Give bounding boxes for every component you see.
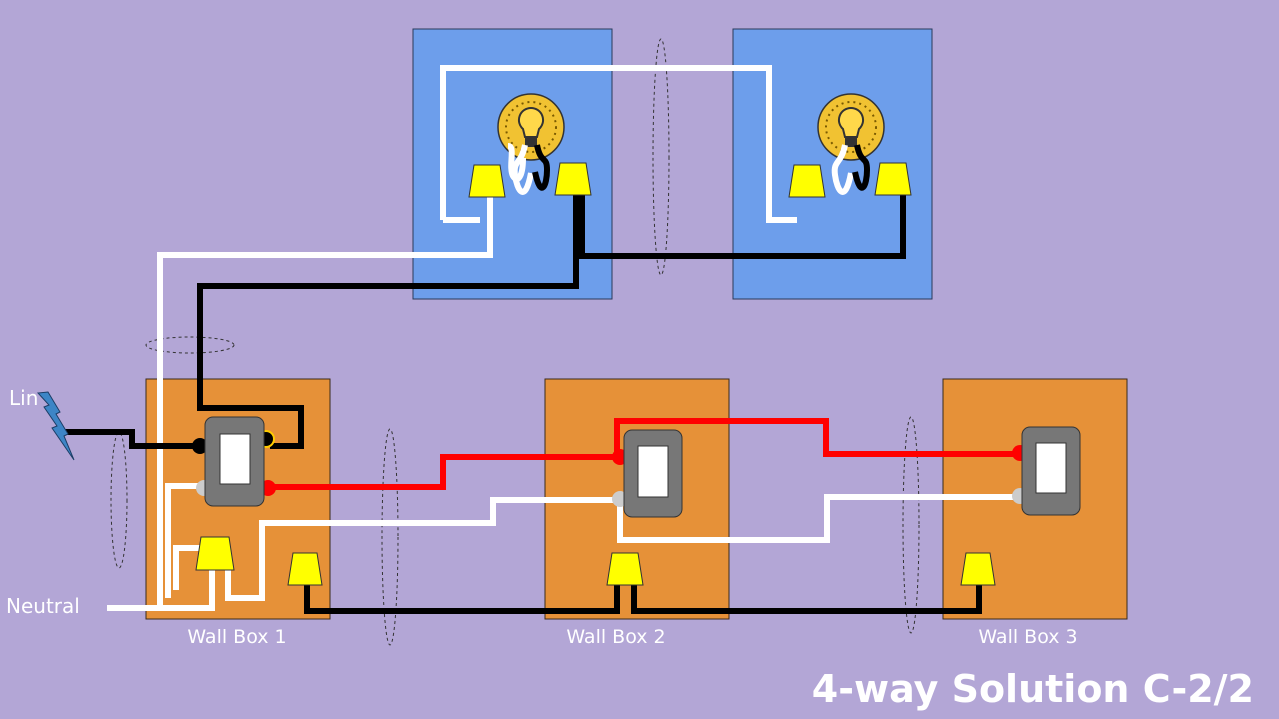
wall-box-2-label: Wall Box 2 [566,626,665,648]
wire-nut [606,552,644,586]
cable-marker-box1-box2 [381,428,399,646]
traveler-wire-box2-to-box3 [614,418,1020,457]
wire-nut [788,164,826,198]
neutral-wire-box1-b [173,545,200,590]
cable-marker-box1-to-light [145,336,235,354]
wire-nut [554,162,592,196]
lamp-fixture-2 [788,93,912,198]
cable-marker-line-neutral [110,431,128,569]
switch-3 [1012,426,1081,516]
traveler-wires [270,418,1020,490]
hot-wire-box1-to-light [197,195,579,449]
switch-1 [192,416,276,507]
wire-nut [287,552,323,586]
neutral-label: Neutral [6,594,80,618]
switch-2 [612,429,683,518]
diagram-title: 4-way Solution C-2/2 [812,667,1254,711]
cable-marker-light-to-light [652,38,670,276]
neutral-wire-lamp-link [440,65,797,223]
neutral-wire-box2-to-box3 [617,494,1020,543]
switch-toggle [219,433,251,485]
neutral-wires [107,65,1020,611]
cable-marker-box2-box3 [902,416,920,634]
wall-box-1-label: Wall Box 1 [187,626,286,648]
neutral-wire-box1-to-box2 [225,497,617,601]
lightning-icon [36,391,75,461]
hot-wires [62,195,982,614]
line-label: Lin [9,386,38,410]
switch-toggle [637,445,669,498]
hot-wire-bottom-run-2 [631,585,982,614]
wire-nut [960,552,996,586]
wire-nut [468,164,506,198]
neutral-wire-to-box1 [157,195,493,608]
switch-toggle [1035,442,1067,494]
hot-wire-light-link [579,195,906,259]
terminal-hot-in [192,438,208,454]
lamp-fixture-1 [468,93,592,198]
wire-nut [195,536,235,571]
cable-markers [110,38,920,646]
traveler-wire-box1-to-box2 [270,454,620,490]
wall-box-3-label: Wall Box 3 [978,626,1077,648]
neutral-wire-feed [107,565,215,611]
wire-nut [874,162,912,196]
hot-wire-line-in [62,429,196,449]
hot-wire-bottom-run [304,585,620,614]
neutral-wire-box1-a [165,483,205,598]
